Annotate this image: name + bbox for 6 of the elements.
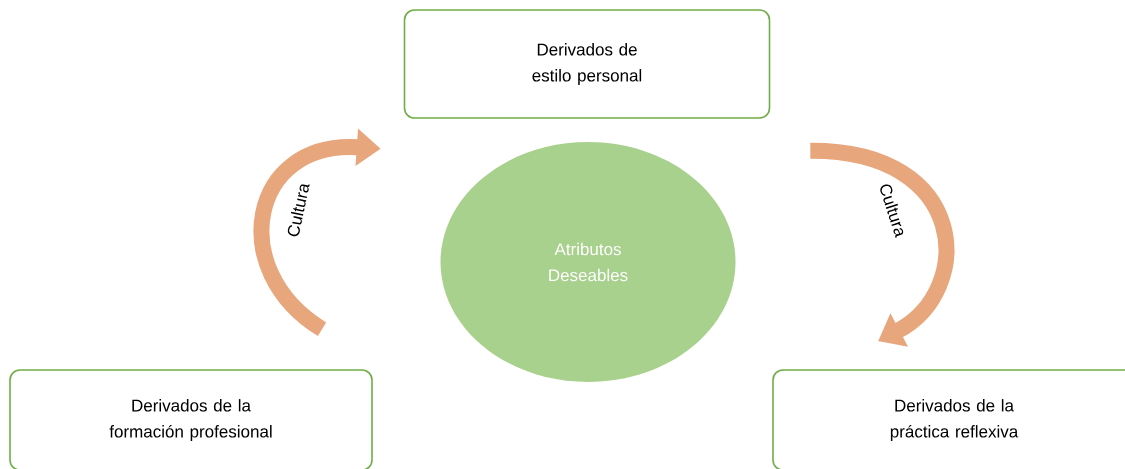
edge-label: Cultura xyxy=(880,184,904,238)
text-box: Derivados de la formación profesional xyxy=(9,369,373,469)
text-box: Derivados de estilo personal xyxy=(403,9,771,119)
text-box: Derivados de la práctica reflexiva xyxy=(772,369,1125,469)
curved-arrow xyxy=(809,142,955,347)
edge-label: Cultura xyxy=(287,184,310,237)
